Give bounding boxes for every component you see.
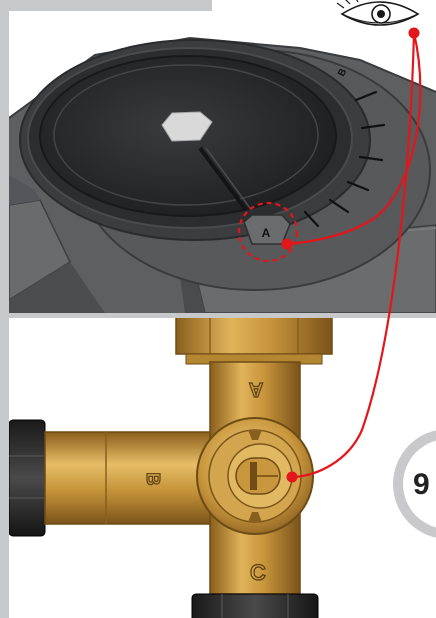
frame-left-bar <box>0 0 9 618</box>
port-label-top: A <box>249 378 263 400</box>
callout-valve-dot <box>286 471 298 483</box>
callout-line-valve <box>292 32 416 479</box>
valve-top-nut <box>175 318 333 365</box>
valve-indicator-bar <box>250 462 257 490</box>
valve-left-nut <box>9 419 46 537</box>
dial-marker-label: A <box>262 226 271 240</box>
dial-marker-tab <box>243 214 291 245</box>
callout-line-dial <box>288 32 422 246</box>
frame-top-bar <box>0 0 212 11</box>
callout-lines <box>281 27 422 483</box>
valve-panel: A B C <box>9 318 436 618</box>
selector-slot-icon <box>161 111 213 142</box>
highlight-circle <box>237 201 299 263</box>
callout-dial-dot <box>281 238 293 250</box>
frame-divider <box>0 313 436 318</box>
step-number: 9 <box>413 468 430 501</box>
eye-icon <box>336 0 420 26</box>
valve-bottom-nut <box>191 593 319 618</box>
dial-scale-ticks <box>303 90 386 228</box>
port-label-bottom: C <box>250 560 266 585</box>
port-label-left: B <box>143 473 163 486</box>
step-badge: 9 <box>393 430 436 538</box>
scale-end-label: B <box>336 67 349 79</box>
callout-origin-dot <box>408 27 420 39</box>
dial-closeup-panel: B A <box>9 11 436 313</box>
